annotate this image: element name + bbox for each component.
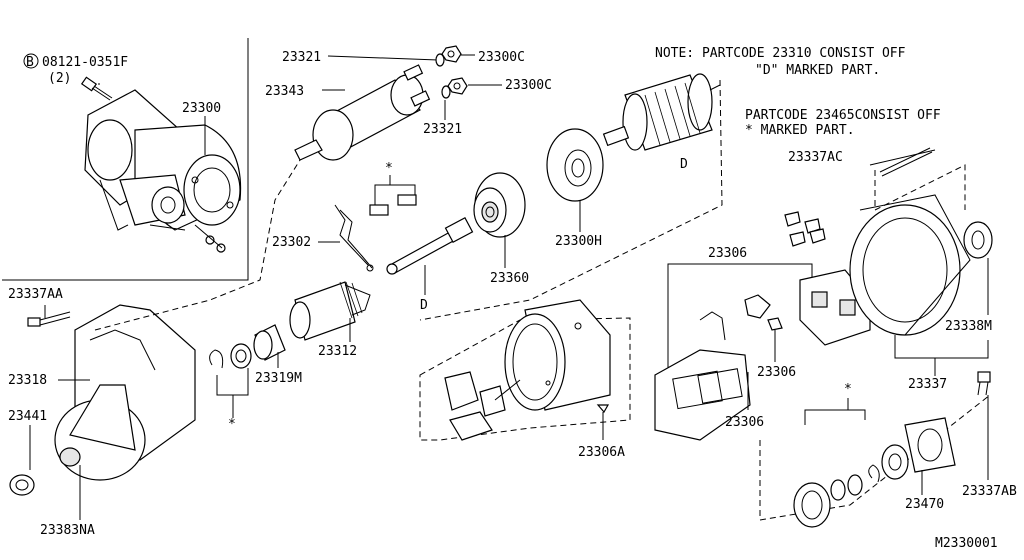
label-23306-top: 23306 [708, 246, 747, 261]
bolt-icon [80, 76, 113, 101]
solenoid-switch-icon [294, 64, 431, 161]
label-23312: 23312 [318, 344, 357, 359]
diagram-code: M2330001 [935, 536, 998, 551]
nut-icon [447, 77, 468, 95]
label-23318: 23318 [8, 373, 47, 388]
label-23337ac: 23337AC [788, 150, 843, 165]
star-marker: * [228, 417, 236, 432]
washer-icon [830, 474, 863, 501]
note-line-4: * MARKED PART. [745, 123, 855, 138]
bearing-cover-icon [904, 417, 956, 473]
brush-clip-icon [369, 194, 417, 216]
label-23338m: 23338M [945, 319, 992, 334]
label-23321-top: 23321 [282, 50, 321, 65]
label-23383na: 23383NA [40, 523, 95, 538]
pinion-stopper-icon [253, 324, 286, 361]
starter-assembly-icon [84, 89, 242, 253]
note-line-2: "D" MARKED PART. [755, 63, 880, 78]
screw-icon [977, 371, 991, 396]
pinion-shaft-icon [386, 216, 474, 275]
note-line-3: PARTCODE 23465CONSIST OFF [745, 108, 941, 123]
washer-icon [435, 53, 445, 67]
bearing-icon [881, 444, 909, 480]
bolt-circle-letter: B [26, 55, 34, 70]
label-23300c-mid: 23300C [505, 78, 552, 93]
bolt-icon [27, 311, 71, 327]
note-line-1: NOTE: PARTCODE 23310 CONSIST OFF [655, 46, 906, 61]
label-23321-mid: 23321 [423, 122, 462, 137]
magnet-holder-icon [444, 371, 521, 441]
through-bolt-icon [879, 147, 933, 177]
shift-lever-icon [334, 204, 374, 272]
mark-d-armature: D [680, 157, 688, 172]
brush-spring-icon [784, 211, 826, 247]
brush-holder-icon [654, 311, 751, 441]
star-marker: * [844, 382, 852, 397]
washer-icon [441, 85, 451, 99]
nut-icon [441, 45, 462, 63]
brush-icon [744, 294, 783, 331]
label-23441: 23441 [8, 409, 47, 424]
label-23343: 23343 [265, 84, 304, 99]
label-23300: 23300 [182, 101, 221, 116]
bolt-part-code: 08121-0351F [42, 55, 128, 70]
screw-icon [596, 404, 610, 420]
label-23306-mid: 23306 [757, 365, 796, 380]
label-23306-bottom: 23306 [725, 415, 764, 430]
e-ring-icon [868, 464, 880, 483]
label-23337aa: 23337AA [8, 287, 63, 302]
inset-frame [2, 38, 249, 281]
bushing-icon [9, 474, 35, 496]
bolt-circle-marker [23, 53, 39, 69]
label-23337ab: 23337AB [962, 484, 1017, 499]
pinion-gear-icon [289, 281, 371, 341]
label-23360: 23360 [490, 271, 529, 286]
mark-d-shaft: D [420, 298, 428, 313]
stop-collar-icon [230, 343, 252, 369]
snap-ring-icon [209, 349, 224, 369]
yoke-icon [504, 299, 611, 411]
label-23300c-top: 23300C [478, 50, 525, 65]
label-23302: 23302 [272, 235, 311, 250]
thrust-plate-icon [546, 128, 604, 202]
bolt-quantity: (2) [48, 71, 71, 86]
o-ring-icon [793, 482, 831, 528]
label-23319m: 23319M [255, 371, 302, 386]
armature-icon [602, 73, 721, 151]
gear-icon [473, 172, 526, 238]
label-23470: 23470 [905, 497, 944, 512]
star-marker: * [385, 161, 393, 176]
label-23306a: 23306A [578, 445, 625, 460]
front-housing-icon [54, 304, 196, 481]
rear-cover-icon [849, 194, 993, 336]
label-23337: 23337 [908, 377, 947, 392]
label-23300h: 23300H [555, 234, 602, 249]
